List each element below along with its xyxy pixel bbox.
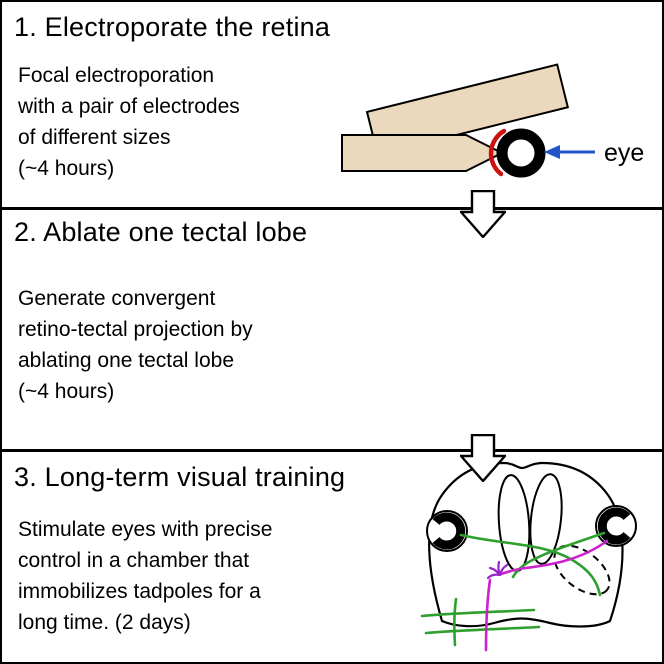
electroporation-illustration: eye <box>341 63 644 178</box>
eye-label: eye <box>604 139 644 167</box>
tadpole-brain-illustration <box>420 461 637 652</box>
eye-icon <box>496 128 546 178</box>
down-arrow-icon <box>460 434 506 482</box>
magenta-projection-lines <box>484 539 609 652</box>
electrode-large-icon <box>365 63 570 156</box>
panel-electroporate-retina: 1. Electroporate the retina Focal electr… <box>2 2 662 210</box>
panel-3-title: 3. Long-term visual training <box>14 462 346 492</box>
axon-arbor-icon <box>486 560 509 580</box>
down-arrow-icon <box>460 190 506 238</box>
electrode-small-icon <box>341 134 505 172</box>
tectal-lobes <box>497 473 563 572</box>
electroporation-arc-icon <box>488 128 507 177</box>
ablated-lobe-dashed-icon <box>553 544 611 596</box>
panel-visual-training: 3. Long-term visual training Stimulate e… <box>2 452 662 662</box>
panel-ablate-tectal-lobe: 2. Ablate one tectal lobe Generate conve… <box>2 207 662 652</box>
panel-2-title: 2. Ablate one tectal lobe <box>14 217 308 247</box>
panel-2-description: Generate convergent retino-tectal projec… <box>18 287 253 403</box>
left-eye-icon <box>426 510 468 552</box>
panel-1-title: 1. Electroporate the retina <box>14 12 331 42</box>
panel-1-description: Focal electroporation with a pair of ele… <box>18 64 240 180</box>
right-eye-icon <box>595 505 637 547</box>
eye-pointer-arrow-icon <box>544 145 595 159</box>
panel-3-description: Stimulate eyes with precise control in a… <box>18 518 273 634</box>
